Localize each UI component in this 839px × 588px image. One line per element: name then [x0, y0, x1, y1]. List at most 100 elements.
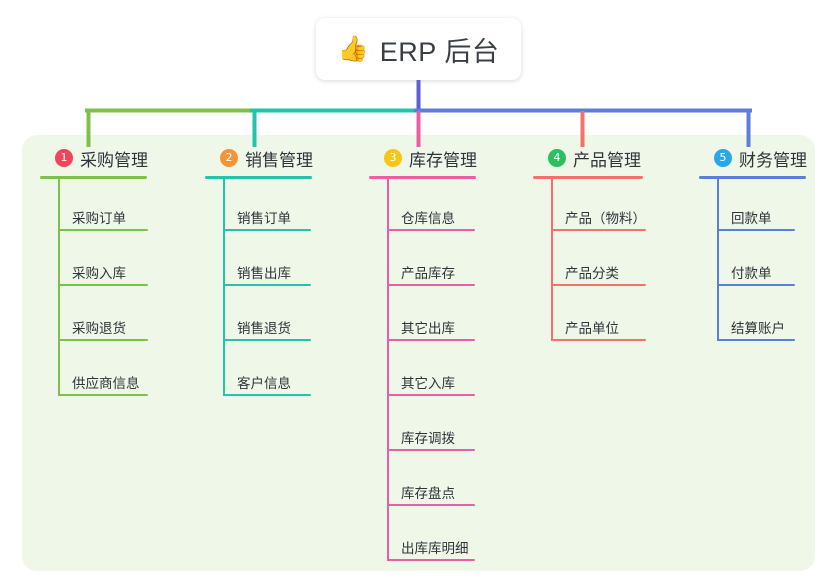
leaf-item[interactable]: 销售出库 [205, 234, 313, 289]
leaf-item-rule [551, 284, 646, 286]
leaf-item-rule [58, 284, 148, 286]
leaf-item-label: 产品单位 [565, 321, 619, 336]
column-items-1: 采购订单采购入库采购退货供应商信息 [40, 179, 148, 399]
column-5: 5 财务管理回款单付款单结算账户 [699, 145, 807, 344]
column-spine-4 [551, 179, 553, 341]
leaf-item-rule [717, 229, 795, 231]
leaf-item-rule [58, 394, 148, 396]
leaf-item[interactable]: 销售退货 [205, 289, 313, 344]
leaf-item-label: 产品库存 [401, 266, 455, 281]
leaf-item-label: 库存调拨 [401, 431, 455, 446]
column-badge-3: 3 [384, 149, 402, 167]
leaf-item[interactable]: 产品库存 [369, 234, 477, 289]
leaf-item[interactable]: 仓库信息 [369, 179, 477, 234]
leaf-item[interactable]: 库存盘点 [369, 454, 477, 509]
column-items-3: 仓库信息产品库存其它出库其它入库库存调拨库存盘点出库库明细 [369, 179, 477, 564]
leaf-item-label: 采购退货 [72, 321, 126, 336]
leaf-item[interactable]: 产品单位 [533, 289, 646, 344]
leaf-item[interactable]: 其它出库 [369, 289, 477, 344]
column-items-5: 回款单付款单结算账户 [699, 179, 807, 344]
column-header-4[interactable]: 4 产品管理 [548, 145, 643, 171]
leaf-item-label: 回款单 [731, 211, 772, 226]
column-spine-1 [58, 179, 60, 396]
leaf-item-label: 产品（物料） [565, 211, 646, 226]
leaf-item-rule [58, 339, 148, 341]
column-header-2[interactable]: 2 销售管理 [220, 145, 313, 171]
leaf-item[interactable]: 销售订单 [205, 179, 313, 234]
leaf-item[interactable]: 回款单 [699, 179, 807, 234]
leaf-item[interactable]: 供应商信息 [40, 344, 148, 399]
column-rule-5 [699, 176, 806, 179]
leaf-item[interactable]: 采购退货 [40, 289, 148, 344]
leaf-item-rule [717, 284, 795, 286]
leaf-item[interactable]: 库存调拨 [369, 399, 477, 454]
column-badge-5: 5 [714, 149, 732, 167]
leaf-item-label: 客户信息 [237, 376, 291, 391]
root-title: ERP 后台 [379, 36, 500, 67]
column-rule-2 [205, 176, 312, 179]
leaf-item-label: 仓库信息 [401, 211, 455, 226]
leaf-item-rule [387, 504, 475, 506]
leaf-item-label: 供应商信息 [72, 376, 140, 391]
leaf-item-rule [387, 284, 475, 286]
leaf-item[interactable]: 出库库明细 [369, 509, 477, 564]
column-header-3[interactable]: 3 库存管理 [384, 145, 477, 171]
column-rule-4 [533, 176, 643, 179]
column-spine-3 [387, 179, 389, 561]
column-items-4: 产品（物料） 产品分类产品单位 [533, 179, 646, 344]
root-node[interactable]: 👍 ERP 后台 [316, 18, 521, 80]
leaf-item-rule [223, 394, 311, 396]
column-badge-4: 4 [548, 149, 566, 167]
column-title-1: 采购管理 [80, 150, 148, 170]
leaf-item[interactable]: 客户信息 [205, 344, 313, 399]
leaf-item-rule [223, 284, 311, 286]
thumbs-up-icon: 👍 [337, 34, 369, 63]
leaf-item[interactable]: 产品分类 [533, 234, 646, 289]
leaf-item-rule [223, 229, 311, 231]
leaf-item-rule [387, 394, 475, 396]
root-node-content: 👍 ERP 后台 [338, 30, 500, 69]
leaf-item-label: 销售订单 [237, 211, 291, 226]
leaf-item-label: 付款单 [731, 266, 772, 281]
leaf-item-label: 出库库明细 [401, 541, 469, 556]
column-badge-2: 2 [220, 149, 238, 167]
column-spine-2 [223, 179, 225, 396]
leaf-item-rule [717, 339, 795, 341]
leaf-item-rule [223, 339, 311, 341]
leaf-item[interactable]: 其它入库 [369, 344, 477, 399]
leaf-item-label: 采购订单 [72, 211, 126, 226]
leaf-item[interactable]: 付款单 [699, 234, 807, 289]
leaf-item-rule [387, 229, 475, 231]
leaf-item-rule [551, 229, 646, 231]
column-title-2: 销售管理 [245, 150, 313, 170]
column-title-3: 库存管理 [409, 150, 477, 170]
column-4: 4 产品管理产品（物料） 产品分类产品单位 [533, 145, 646, 344]
leaf-item[interactable]: 采购订单 [40, 179, 148, 234]
leaf-item[interactable]: 结算账户 [699, 289, 807, 344]
column-header-5[interactable]: 5 财务管理 [714, 145, 807, 171]
column-title-5: 财务管理 [739, 150, 807, 170]
leaf-item-label: 库存盘点 [401, 486, 455, 501]
leaf-item[interactable]: 产品（物料） [533, 179, 646, 234]
column-spine-5 [717, 179, 719, 341]
leaf-item-label: 其它入库 [401, 376, 455, 391]
leaf-item-label: 采购入库 [72, 266, 126, 281]
column-rule-1 [40, 176, 147, 179]
column-title-4: 产品管理 [573, 150, 641, 170]
column-header-1[interactable]: 1 采购管理 [55, 145, 148, 171]
column-2: 2 销售管理销售订单销售出库销售退货客户信息 [205, 145, 313, 399]
leaf-item-rule [58, 229, 148, 231]
column-3: 3 库存管理仓库信息产品库存其它出库其它入库库存调拨库存盘点出库库明细 [369, 145, 477, 564]
leaf-item-label: 销售出库 [237, 266, 291, 281]
leaf-item[interactable]: 采购入库 [40, 234, 148, 289]
leaf-item-label: 销售退货 [237, 321, 291, 336]
diagram-panel [22, 135, 815, 571]
leaf-item-rule [387, 449, 475, 451]
column-badge-1: 1 [55, 149, 73, 167]
column-rule-3 [369, 176, 476, 179]
leaf-item-label: 结算账户 [731, 321, 785, 336]
leaf-item-rule [551, 339, 646, 341]
leaf-item-rule [387, 339, 475, 341]
leaf-item-rule [387, 559, 475, 561]
